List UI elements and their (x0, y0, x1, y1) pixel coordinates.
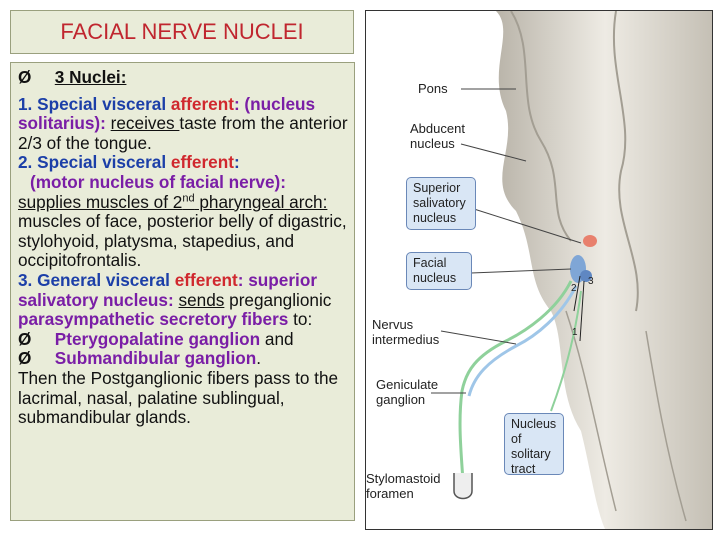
item-1-part-d: receives (110, 113, 180, 134)
item-1: 1. Special visceral afferent: (nucleus s… (18, 93, 349, 154)
item-3-part-c: : superior salivatory nucleus: (18, 269, 318, 310)
arrow-bullet-icon: Ø (18, 348, 32, 369)
label-nucleus-solitary-tract: Nucleus of solitary tract (504, 413, 564, 476)
item-1-part-e: taste from the anterior 2/3 of the tongu… (18, 113, 348, 153)
item-2-sup: nd (182, 191, 195, 204)
item-3-part-b: efferent (174, 269, 238, 290)
brainstem-illustration (431, 11, 712, 529)
item-1-part-a: 1. Special visceral (18, 93, 171, 114)
title-box: FACIAL NERVE NUCLEI (10, 10, 354, 54)
item-2-part-e: supplies muscles of 2 (18, 191, 183, 212)
item-2-part-g: muscles of face, posterior belly of diga… (18, 211, 347, 271)
item-2-underlined: supplies muscles of 2nd pharyngeal arch: (18, 192, 327, 212)
label-pons: Pons (418, 81, 448, 96)
target-1: Ø Pterygopalatine ganglion and (18, 328, 349, 350)
label-nervus-intermedius: Nervus intermedius (372, 317, 440, 347)
item-3-part-f: parasympathetic secretory fibers (18, 309, 289, 330)
item-2-part-a: 2. Special visceral (18, 152, 171, 173)
number-1: 1 (572, 327, 578, 338)
arrow-bullet-icon: Ø (18, 328, 32, 349)
item-3-part-d: sends (178, 289, 225, 310)
label-stylomastoid-foramen: Stylomastoid foramen (366, 471, 441, 501)
item-1-part-c: : (nucleus solitarius): (18, 93, 316, 134)
target-1-name: Pterygopalatine ganglion (54, 328, 261, 349)
label-geniculate-ganglion: Geniculate ganglion (376, 377, 439, 407)
nuclei-heading: Ø 3 Nuclei: (18, 67, 349, 88)
item-3: 3. General visceral efferent: superior s… (18, 269, 349, 330)
item-3-part-g: to: (288, 309, 313, 330)
content-panel: Ø 3 Nuclei: 1. Special visceral afferent… (10, 62, 355, 521)
target-2-rest: . (256, 348, 262, 369)
item-2-part-b: efferent (170, 152, 234, 173)
item-2-detail: (motor nucleus of facial nerve): supplie… (18, 171, 349, 271)
label-superior-salivatory-nucleus: Superior salivatory nucleus (406, 177, 476, 230)
brainstem-figure: Pons Abducent nucleus Superior salivator… (365, 10, 713, 530)
item-2-part-f: pharyngeal arch: (194, 191, 328, 212)
closing-text: Then the Postganglionic fibers pass to t… (18, 367, 339, 428)
item-2: 2. Special visceral efferent: (18, 153, 349, 173)
target-1-rest: and (260, 328, 294, 349)
label-facial-nucleus: Facial nucleus (406, 252, 472, 290)
item-3-part-a: 3. General visceral (18, 269, 175, 290)
page-title: FACIAL NERVE NUCLEI (60, 19, 304, 44)
item-2-part-d: (motor nucleus of facial nerve): (30, 171, 286, 192)
item-1-part-b: afferent (170, 93, 234, 114)
number-3: 3 (588, 276, 594, 287)
target-2-name: Submandibular ganglion (54, 348, 257, 369)
number-2: 2 (571, 283, 577, 294)
item-2-part-c: : (233, 152, 240, 173)
heading-text: 3 Nuclei: (54, 67, 127, 87)
target-2: Ø Submandibular ganglion. (18, 349, 349, 369)
item-3-part-e: preganglionic (224, 289, 332, 310)
label-abducent-nucleus: Abducent nucleus (410, 121, 465, 151)
arrow-bullet-icon: Ø (18, 67, 32, 87)
